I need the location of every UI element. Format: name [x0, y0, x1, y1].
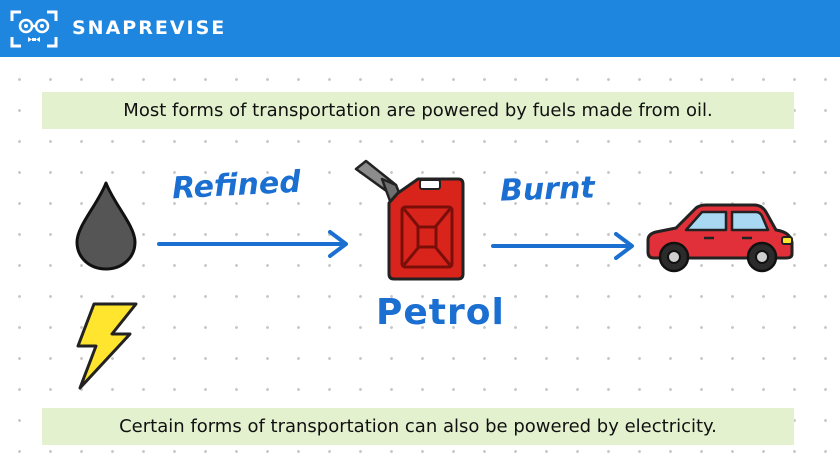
lightning-bolt-icon: [76, 302, 138, 390]
brand-name: SNAPREVISE: [72, 17, 227, 39]
header-bar: SNAPREVISE: [0, 0, 840, 57]
jerry-can-icon: [354, 159, 465, 281]
arrow-label-refined: Refined: [171, 164, 302, 207]
arrow-refined: [157, 230, 348, 258]
arrow-label-burnt: Burnt: [499, 170, 596, 209]
arrow-burnt: [491, 232, 634, 260]
oil-drop-icon: [75, 181, 137, 271]
petrol-label: Petrol: [376, 292, 505, 333]
bottom-statement-banner: Certain forms of transportation can also…: [42, 408, 794, 445]
snaprevise-face-logo-icon: [10, 10, 58, 48]
car-icon: [646, 203, 794, 273]
top-statement-banner: Most forms of transportation are powered…: [42, 92, 794, 129]
